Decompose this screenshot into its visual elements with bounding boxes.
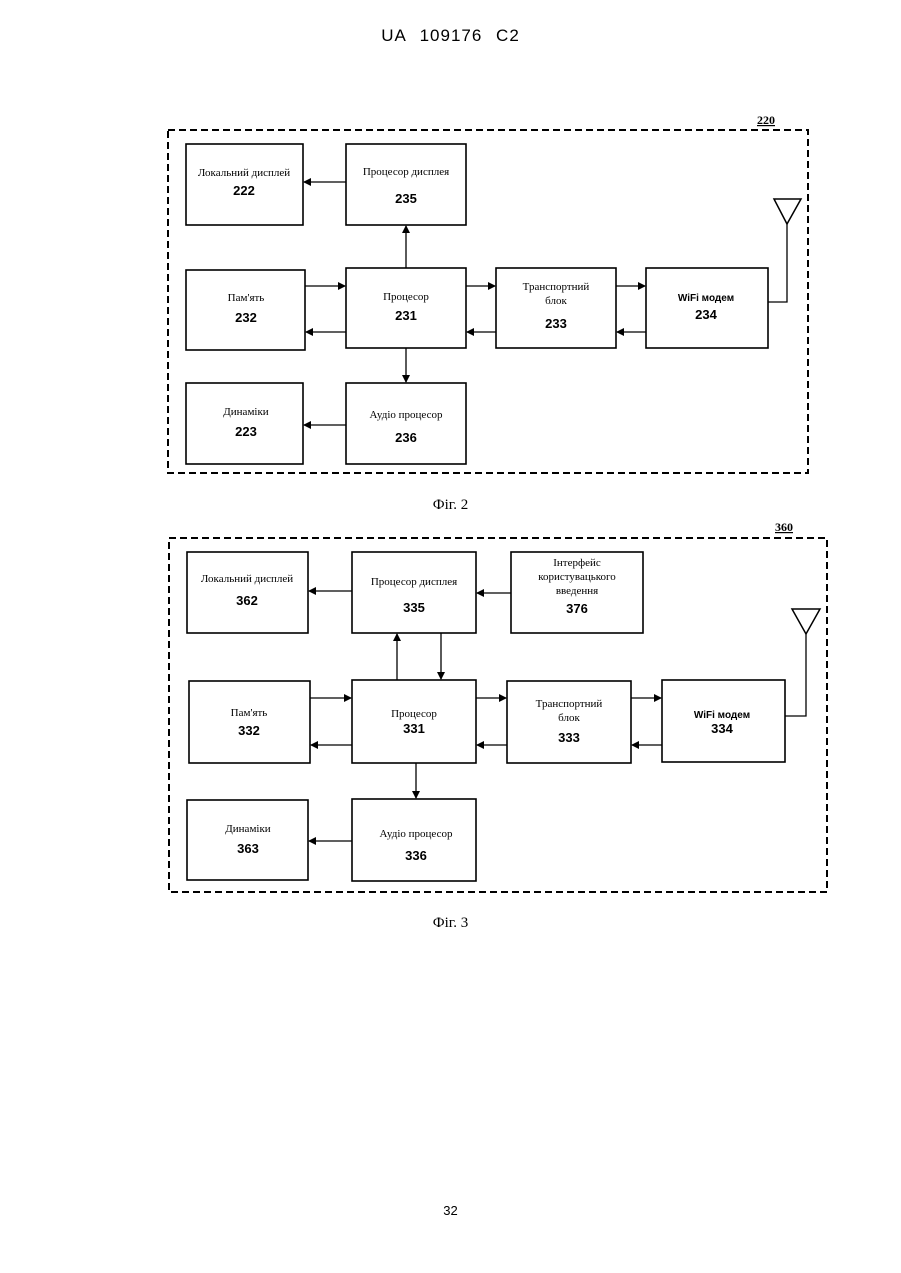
block-number: 332 — [238, 723, 260, 738]
page-number: 32 — [0, 1203, 901, 1218]
block-number: 333 — [558, 730, 580, 745]
block-number: 222 — [233, 183, 255, 198]
fig3-block-user-input-interface: Інтерфейс користувацького введення 376 — [511, 552, 643, 633]
block-number: 331 — [403, 721, 425, 736]
block-label: Пам'ять — [228, 292, 265, 304]
block-number: 232 — [235, 310, 257, 325]
block-number: 234 — [695, 307, 717, 322]
block-number: 334 — [711, 721, 733, 736]
fig2-block-speakers: Динаміки 223 — [186, 383, 303, 464]
fig2-block-transport: Транспортний блок 233 — [496, 268, 616, 348]
block-label: WiFi модем — [694, 710, 750, 721]
fig2-antenna-icon — [768, 199, 801, 302]
block-label: Процесор — [391, 708, 437, 720]
block-number: 223 — [235, 424, 257, 439]
fig2-block-processor: Процесор 231 — [346, 268, 466, 348]
block-number: 336 — [405, 848, 427, 863]
block-label-line1: Транспортний — [536, 698, 603, 710]
block-number: 236 — [395, 430, 417, 445]
block-label: Аудіо процесор — [380, 828, 453, 840]
block-label-line2: користувацького — [538, 571, 616, 583]
fig3-block-local-display: Локальний дисплей 362 — [187, 552, 308, 633]
block-label: Процесор дисплея — [371, 576, 457, 588]
fig3-reference-number: 360 — [775, 520, 793, 534]
fig2-block-audio-processor: Аудіо процесор 236 — [346, 383, 466, 464]
block-number: 362 — [236, 593, 258, 608]
fig2-block-memory: Пам'ять 232 — [186, 270, 305, 350]
block-label: Процесор — [383, 291, 429, 303]
block-label-line2: блок — [545, 295, 567, 307]
fig3-block-speakers: Динаміки 363 — [187, 800, 308, 880]
fig2-reference-number: 220 — [757, 113, 775, 127]
block-label: Локальний дисплей — [201, 573, 293, 585]
block-number: 363 — [237, 841, 259, 856]
fig3-antenna-icon — [785, 609, 820, 716]
block-label: Процесор дисплея — [363, 166, 449, 178]
fig3-block-processor: Процесор 331 — [352, 680, 476, 763]
fig3-block-wifi-modem: WiFi модем 334 — [662, 680, 785, 762]
fig3-block-audio-processor: Аудіо процесор 336 — [352, 799, 476, 881]
block-label: Динаміки — [223, 406, 269, 418]
figure-3: 360 Локальний дисплей 362 Процесор диспл… — [169, 520, 827, 892]
fig2-block-wifi-modem: WiFi модем 234 — [646, 268, 768, 348]
block-label-line1: Інтерфейс — [553, 557, 601, 569]
fig3-block-transport: Транспортний блок 333 — [507, 681, 631, 763]
block-label: WiFi модем — [678, 293, 734, 304]
block-label-line2: блок — [558, 712, 580, 724]
block-number: 233 — [545, 316, 567, 331]
fig3-block-display-processor: Процесор дисплея 335 — [352, 552, 476, 633]
fig2-block-local-display: Локальний дисплей 222 — [186, 144, 303, 225]
fig2-caption: Фіг. 2 — [0, 497, 901, 514]
fig2-block-display-processor: Процесор дисплея 235 — [346, 144, 466, 225]
block-number: 335 — [403, 600, 425, 615]
block-number: 235 — [395, 191, 417, 206]
block-label-line3: введення — [556, 585, 598, 597]
block-label: Пам'ять — [231, 707, 268, 719]
block-number: 376 — [566, 601, 588, 616]
fig3-caption: Фіг. 3 — [0, 915, 901, 932]
fig3-block-memory: Пам'ять 332 — [189, 681, 310, 763]
block-label: Аудіо процесор — [370, 409, 443, 421]
figure-2: 220 Локальний дисплей 222 Процесор диспл… — [168, 113, 808, 473]
block-label-line1: Транспортний — [523, 281, 590, 293]
block-label: Динаміки — [225, 823, 271, 835]
block-label: Локальний дисплей — [198, 167, 290, 179]
block-number: 231 — [395, 308, 417, 323]
